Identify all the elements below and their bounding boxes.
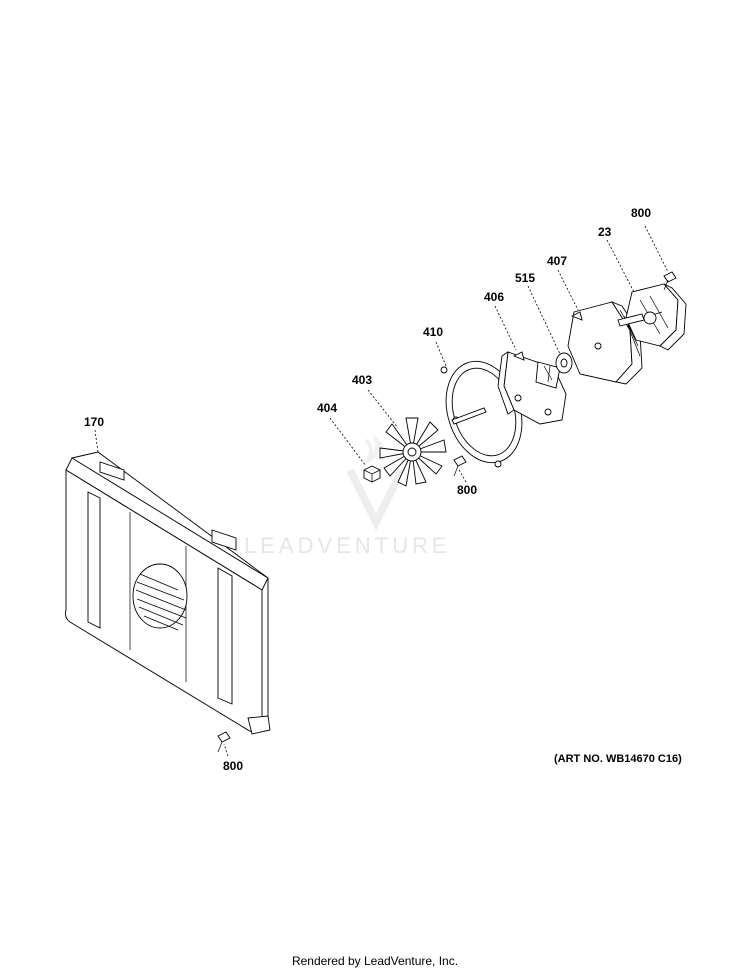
watermark-brand: LEADVENTURE [244, 533, 451, 558]
part-800-screw-top [663, 271, 677, 291]
callout-407: 407 [547, 254, 567, 268]
callout-404: 404 [317, 401, 337, 415]
art-number: (ART NO. WB14670 C16) [554, 753, 682, 765]
part-403-fan-blade [379, 417, 447, 487]
callout-406: 406 [484, 290, 504, 304]
part-800-screw-mid [453, 455, 467, 477]
part-800-screw-bottom [217, 731, 231, 753]
callout-800-bottom: 800 [223, 759, 243, 773]
callout-800-mid: 800 [457, 483, 477, 497]
watermark: LEADVENTURE [244, 434, 451, 558]
part-515-washer [555, 352, 573, 374]
footer-credit: Rendered by LeadVenture, Inc. [291, 954, 459, 968]
part-23-motor [617, 283, 687, 351]
leader-lines [94, 225, 669, 757]
vent-grille [132, 563, 188, 631]
callout-403: 403 [352, 373, 372, 387]
callout-515: 515 [515, 271, 535, 285]
callout-labels: 800 23 407 515 406 410 403 404 800 170 8… [84, 206, 651, 773]
callout-410: 410 [423, 325, 443, 339]
part-407-insulation-disc [567, 301, 643, 385]
part-406-mounting-plate [497, 351, 567, 425]
part-170-cover-panel [65, 451, 271, 735]
callout-23: 23 [598, 225, 612, 239]
callout-800-top: 800 [631, 206, 651, 220]
callout-170: 170 [84, 415, 104, 429]
part-404-nut [363, 465, 381, 483]
